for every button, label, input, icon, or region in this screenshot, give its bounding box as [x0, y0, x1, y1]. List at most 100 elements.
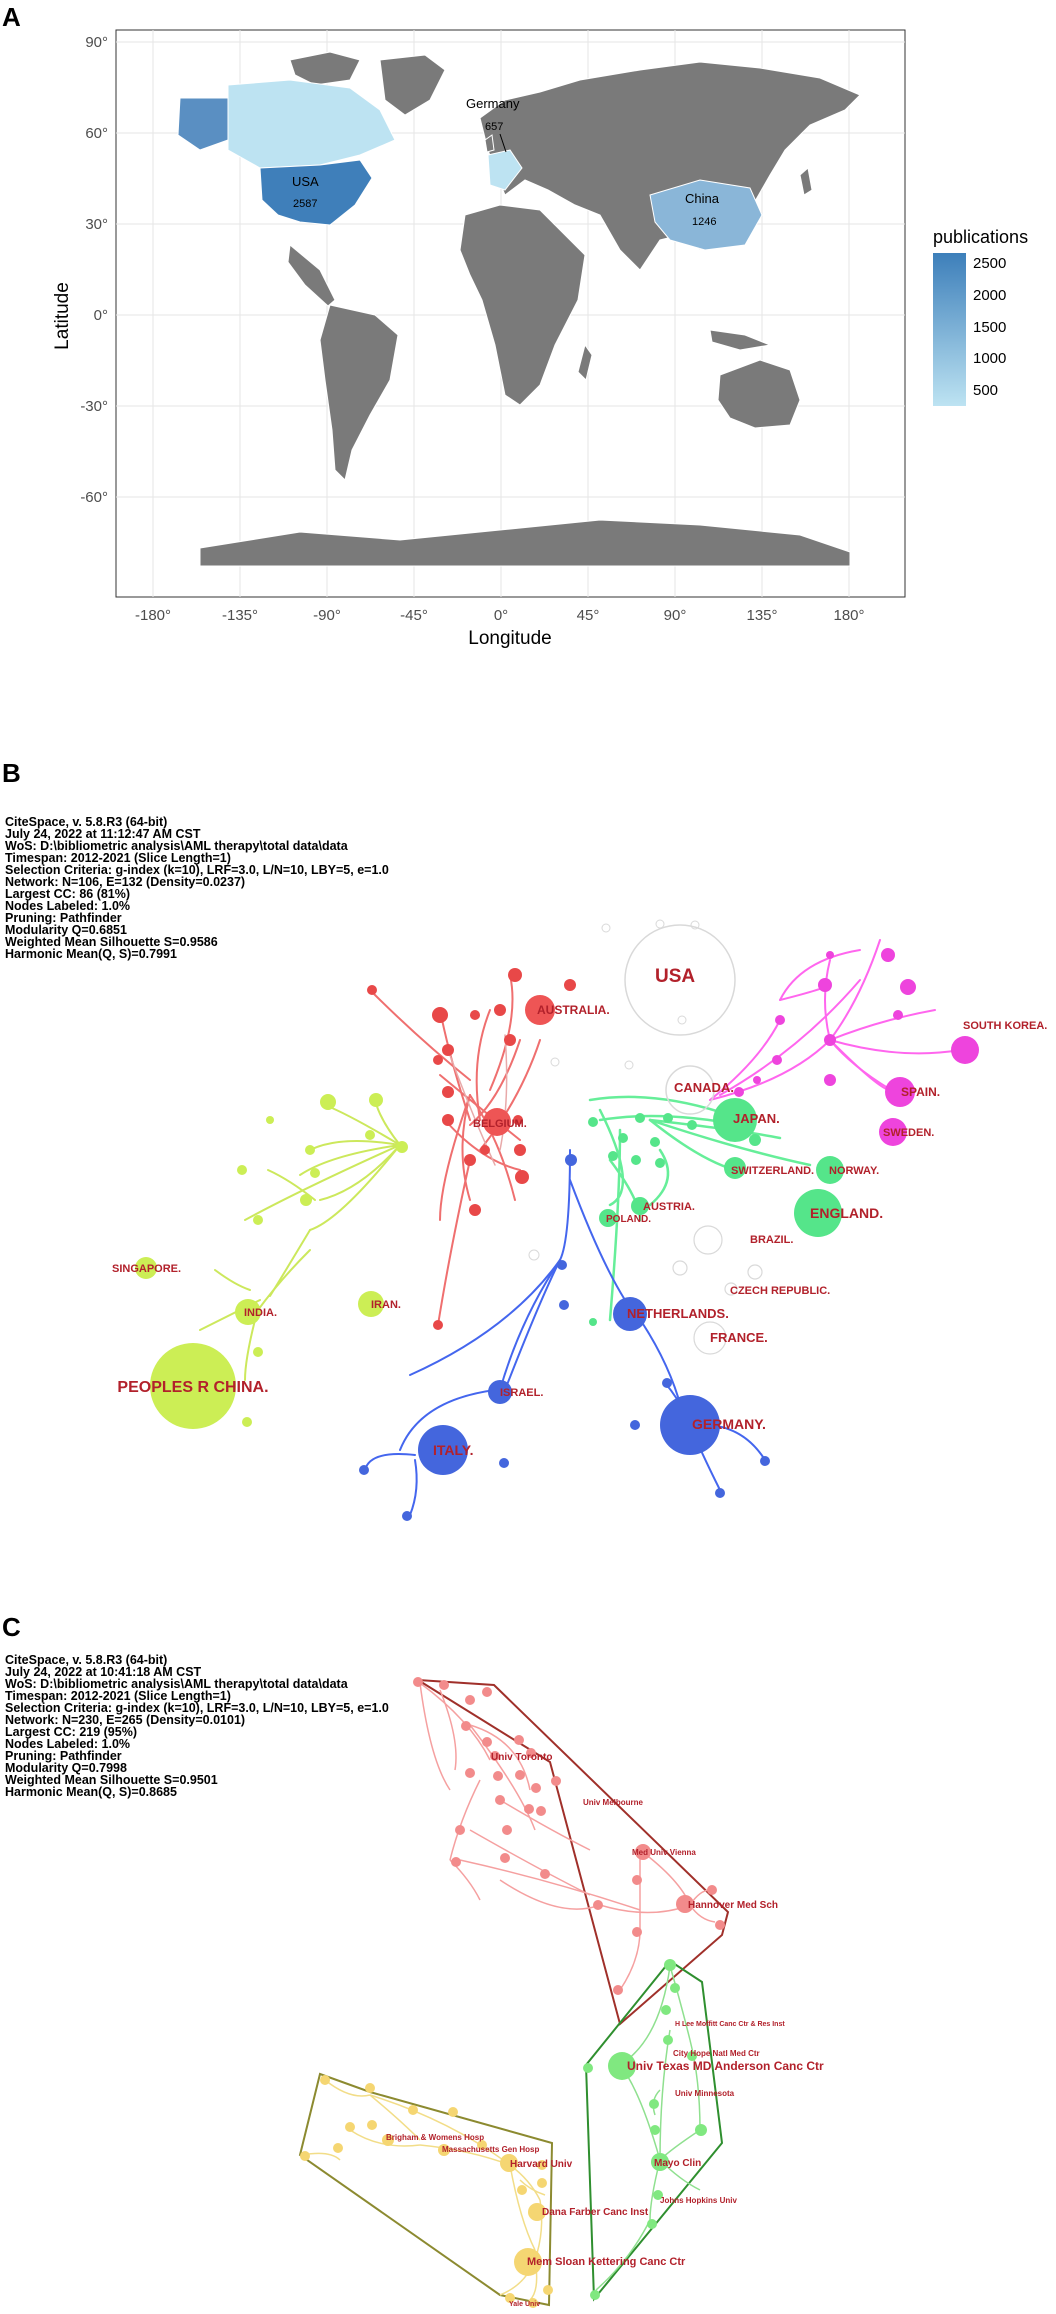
- cluster-hull-yellow: [298, 2072, 554, 2307]
- country-label: SOUTH KOREA.: [963, 1020, 1047, 1032]
- country-label: ITALY.: [433, 1442, 473, 1458]
- institution-label: Hannover Med Sch: [688, 1900, 778, 1911]
- country-label: SWITZERLAND.: [731, 1165, 814, 1177]
- map-label-usa-value: 2587: [293, 198, 317, 210]
- central-america: [287, 244, 336, 307]
- country-label: BRAZIL.: [750, 1234, 793, 1246]
- country-label: IRAN.: [371, 1299, 401, 1311]
- legend: publications 2500 2000 1500 1000 500: [933, 227, 1028, 406]
- institution-label: Mem Sloan Kettering Canc Ctr: [527, 2256, 686, 2268]
- country-label: AUSTRALIA.: [537, 1003, 610, 1017]
- x-tick: -180°: [135, 607, 171, 624]
- country-label: BELGIUM.: [473, 1118, 527, 1130]
- country-label: POLAND.: [606, 1214, 651, 1225]
- institution-label: Med Univ Vienna: [632, 1848, 696, 1857]
- country-label: ISRAEL.: [500, 1387, 543, 1399]
- map-label-germany-value: 657: [485, 121, 503, 133]
- china: [649, 179, 763, 251]
- x-tick: 0°: [494, 607, 508, 624]
- canada: [227, 79, 396, 169]
- country-label: USA: [655, 966, 695, 987]
- institution-label: Yale Univ: [509, 2301, 540, 2308]
- map-label-china-value: 1246: [692, 216, 716, 228]
- x-tick-labels: -180° -135° -90° -45° 0° 45° 90° 135° 18…: [135, 607, 865, 624]
- meta-line: Weighted Mean Silhouette S=0.9501: [5, 1773, 218, 1787]
- map-label-germany-name: Germany: [466, 96, 520, 111]
- institution-edges: [301, 1682, 716, 2301]
- land-masses: [199, 51, 861, 567]
- meta-line: Weighted Mean Silhouette S=0.9586: [5, 935, 218, 949]
- country-label: ENGLAND.: [810, 1205, 883, 1221]
- institution-label: Dana Farber Canc Inst: [542, 2207, 649, 2218]
- legend-tick: 1500: [973, 319, 1006, 336]
- legend-tick: 2500: [973, 255, 1006, 272]
- institution-label: Univ Minnesota: [675, 2089, 735, 2098]
- meta-line: WoS: D:\bibliometric analysis\AML therap…: [5, 839, 349, 853]
- europe-highlight: [487, 149, 523, 191]
- map-label-china-name: China: [685, 191, 720, 206]
- meta-line: Largest CC: 219 (95%): [5, 1725, 137, 1739]
- indonesia: [709, 329, 772, 351]
- institution-label: Harvard Univ: [510, 2159, 573, 2170]
- country-label: CZECH REPUBLIC.: [730, 1285, 830, 1297]
- meta-line: Network: N=106, E=132 (Density=0.0237): [5, 875, 245, 889]
- x-tick: -45°: [400, 607, 428, 624]
- y-tick: 90°: [85, 34, 108, 51]
- legend-tick: 500: [973, 382, 998, 399]
- legend-title: publications: [933, 227, 1028, 247]
- citespace-metadata-c: CiteSpace, v. 5.8.R3 (64-bit) July 24, 2…: [5, 1653, 389, 1799]
- x-axis-title: Longitude: [468, 628, 551, 649]
- madagascar: [577, 343, 593, 381]
- meta-line: Network: N=230, E=265 (Density=0.0101): [5, 1713, 245, 1727]
- meta-line: Selection Criteria: g-index (k=10), LRF=…: [5, 1701, 389, 1715]
- x-tick: -90°: [313, 607, 341, 624]
- meta-line: CiteSpace, v. 5.8.R3 (64-bit): [5, 815, 167, 829]
- country-network: USA AUSTRALIA. CANADA. SOUTH KOREA. SPAI…: [112, 919, 1047, 1521]
- institution-nodes: [300, 1677, 725, 2308]
- country-label: NETHERLANDS.: [627, 1306, 729, 1321]
- x-tick: 45°: [577, 607, 600, 624]
- world-map-chart: USA 2587 Germany 657 China 1246 90° 60° …: [52, 29, 1028, 649]
- institution-label: Univ Texas MD Anderson Canc Ctr: [627, 2059, 824, 2073]
- institution-label: Mayo Clin: [654, 2158, 701, 2169]
- meta-line: Pruning: Pathfinder: [5, 911, 122, 925]
- country-label: PEOPLES R CHINA.: [117, 1379, 268, 1396]
- x-tick: 90°: [664, 607, 687, 624]
- legend-colorbar: [933, 253, 966, 406]
- panel-letter-c: C: [2, 1612, 21, 1642]
- publication-countries: [177, 79, 763, 251]
- meta-line: Nodes Labeled: 1.0%: [5, 899, 130, 913]
- south-america: [319, 304, 399, 481]
- meta-line: CiteSpace, v. 5.8.R3 (64-bit): [5, 1653, 167, 1667]
- institution-network: Univ Toronto Univ Melbourne Med Univ Vie…: [298, 1677, 824, 2308]
- meta-line: Selection Criteria: g-index (k=10), LRF=…: [5, 863, 389, 877]
- meta-line: Nodes Labeled: 1.0%: [5, 1737, 130, 1751]
- meta-line: Pruning: Pathfinder: [5, 1749, 122, 1763]
- meta-line: Harmonic Mean(Q, S)=0.7991: [5, 947, 177, 961]
- country-labels: USA AUSTRALIA. CANADA. SOUTH KOREA. SPAI…: [112, 966, 1047, 1458]
- greenland: [379, 54, 446, 116]
- y-tick: 0°: [94, 307, 108, 324]
- country-label: CANADA.: [674, 1080, 734, 1095]
- meta-line: July 24, 2022 at 11:12:47 AM CST: [5, 827, 201, 841]
- citespace-metadata-b: CiteSpace, v. 5.8.R3 (64-bit) July 24, 2…: [5, 815, 389, 961]
- germany-leader-line: [499, 133, 507, 153]
- cluster-hull-green: [584, 1959, 724, 2302]
- cluster-hull-red: [417, 1679, 730, 2026]
- meta-line: Harmonic Mean(Q, S)=0.8685: [5, 1785, 177, 1799]
- country-label: SWEDEN.: [883, 1127, 934, 1139]
- institution-labels: Univ Toronto Univ Melbourne Med Univ Vie…: [386, 1752, 824, 2308]
- alaska: [177, 97, 229, 151]
- institution-label: Johns Hopkins Univ: [660, 2196, 737, 2205]
- meta-line: WoS: D:\bibliometric analysis\AML therap…: [5, 1677, 349, 1691]
- uk: [484, 134, 495, 153]
- institution-label: Massachusetts Gen Hosp: [442, 2145, 539, 2154]
- meta-line: Largest CC: 86 (81%): [5, 887, 130, 901]
- y-tick: 30°: [85, 216, 108, 233]
- y-tick: -60°: [80, 489, 108, 506]
- country-label: AUSTRIA.: [643, 1201, 695, 1213]
- institution-label: Univ Toronto: [491, 1752, 552, 1763]
- y-tick: 60°: [85, 125, 108, 142]
- meta-line: Modularity Q=0.7998: [5, 1761, 127, 1775]
- country-label: SPAIN.: [901, 1085, 940, 1099]
